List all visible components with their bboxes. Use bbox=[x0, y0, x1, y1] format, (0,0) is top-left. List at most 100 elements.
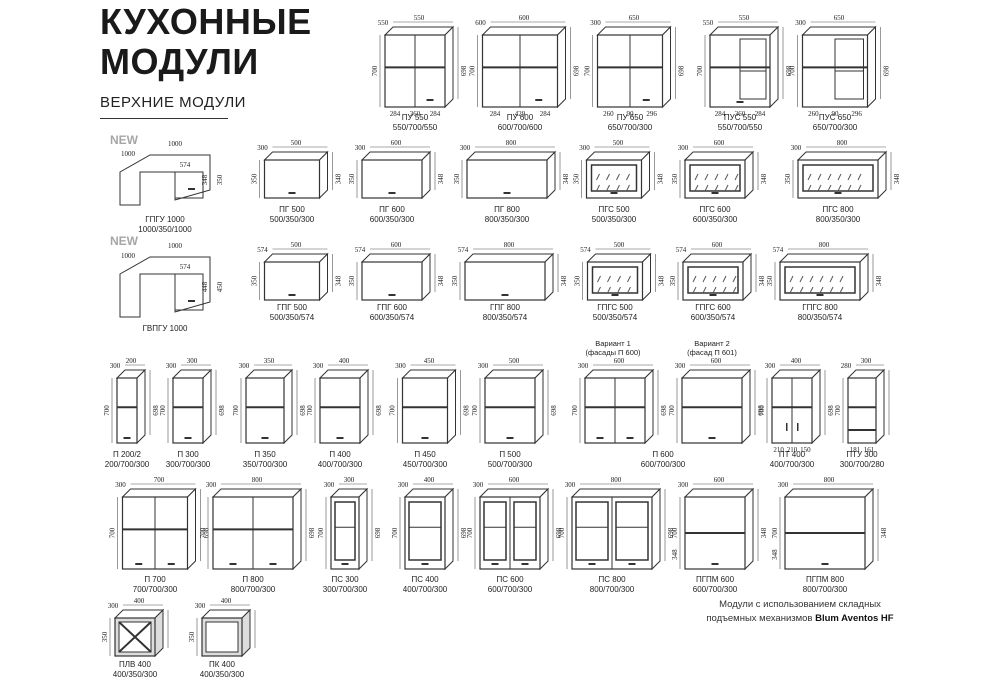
width-dimension: 400 bbox=[339, 357, 350, 365]
width-dimension: 450 bbox=[424, 357, 435, 365]
width-dimension: 500 bbox=[291, 139, 302, 147]
module-name: ПС 300 bbox=[331, 575, 359, 584]
bottom-dimension: 284 bbox=[490, 110, 501, 118]
section-subtitle: ВЕРХНИЕ МОДУЛИ bbox=[100, 94, 246, 111]
width-dimension: 300 bbox=[187, 357, 198, 365]
module-name: ПГ 800 bbox=[494, 205, 520, 214]
width-dimension: 1000 bbox=[168, 140, 183, 148]
bottom-dimension: 360 bbox=[735, 110, 746, 118]
depth-dimension: 300 bbox=[778, 481, 789, 489]
module-name: ПС 800 bbox=[598, 575, 626, 584]
lower-height-dimension: 348 bbox=[671, 549, 679, 560]
width-dimension: 400 bbox=[221, 597, 232, 605]
inner-height-dimension: 698 bbox=[152, 405, 160, 416]
module-size: 500/700/300 bbox=[487, 460, 533, 469]
module-name: ПГС 800 bbox=[822, 205, 854, 214]
bottom-dimension: 90 bbox=[832, 110, 840, 118]
module-size: 800/350/574 bbox=[797, 313, 843, 322]
width-dimension: 400 bbox=[791, 357, 802, 365]
module-size: 800/700/300 bbox=[589, 585, 635, 594]
module-name: П 400 bbox=[329, 450, 351, 459]
depth-dimension: 574 bbox=[676, 246, 687, 254]
depth-dimension: 574 bbox=[773, 246, 784, 254]
module-name: П 800 bbox=[242, 575, 264, 584]
corner-dimension: 574 bbox=[180, 161, 191, 169]
depth-dimension: 1000 bbox=[121, 252, 136, 260]
height-dimension: 700 bbox=[306, 405, 314, 416]
height-dimension: 700 bbox=[371, 65, 379, 76]
width-dimension: 550 bbox=[739, 14, 750, 22]
width-dimension: 600 bbox=[509, 476, 520, 484]
depth-dimension: 300 bbox=[460, 144, 471, 152]
height-dimension: 350 bbox=[574, 275, 582, 286]
depth-dimension: 300 bbox=[166, 362, 177, 370]
aventos-note: Модули с использованием складных подъемн… bbox=[700, 598, 900, 626]
module-size: 350/700/300 bbox=[242, 460, 288, 469]
width-dimension: 650 bbox=[629, 14, 640, 22]
module-size: 400/350/300 bbox=[199, 670, 245, 679]
module-size: 650/700/300 bbox=[812, 123, 858, 132]
depth-dimension: 300 bbox=[110, 362, 121, 370]
width-dimension: 500 bbox=[509, 357, 520, 365]
depth-dimension: 300 bbox=[590, 19, 601, 27]
height-dimension: 350 bbox=[669, 275, 677, 286]
inner-height-dimension: 348 bbox=[335, 173, 343, 184]
height-dimension: 700 bbox=[391, 527, 399, 538]
height-dimension: 450 bbox=[216, 281, 224, 292]
inner-height-dimension: 348 bbox=[335, 275, 343, 286]
width-dimension: 600 bbox=[712, 241, 723, 249]
width-dimension: 350 bbox=[264, 357, 275, 365]
bottom-dimension: 284 bbox=[715, 110, 726, 118]
module-size: 550/700/550 bbox=[717, 123, 763, 132]
height-dimension: 700 bbox=[558, 527, 566, 538]
module-name: ПС 600 bbox=[496, 575, 524, 584]
depth-dimension: 300 bbox=[398, 481, 409, 489]
height-dimension: 350 bbox=[348, 275, 356, 286]
height-dimension: 700 bbox=[758, 405, 766, 416]
inner-height-dimension: 698 bbox=[757, 405, 765, 416]
module-name: ГПГУ 1000 bbox=[145, 215, 185, 224]
depth-dimension: 300 bbox=[675, 362, 686, 370]
module-name: П 500 bbox=[499, 450, 521, 459]
bottom-dimension: 210 bbox=[773, 446, 784, 454]
title-line-2: МОДУЛИ bbox=[100, 41, 259, 82]
module-size: 800/350/300 bbox=[484, 215, 530, 224]
height-dimension: 700 bbox=[668, 405, 676, 416]
width-dimension: 800 bbox=[837, 139, 848, 147]
module-size: 600/700/300 bbox=[487, 585, 533, 594]
inner-height-dimension: 348 bbox=[760, 527, 768, 538]
width-dimension: 600 bbox=[391, 139, 402, 147]
inner-height-dimension: 448 bbox=[201, 281, 209, 292]
module-size: 500/350/300 bbox=[591, 215, 637, 224]
module-name: ГПГС 600 bbox=[695, 303, 731, 312]
height-dimension: 350 bbox=[573, 173, 581, 184]
depth-dimension: 300 bbox=[108, 602, 119, 610]
depth-dimension: 300 bbox=[478, 362, 489, 370]
inner-height-dimension: 698 bbox=[375, 405, 383, 416]
